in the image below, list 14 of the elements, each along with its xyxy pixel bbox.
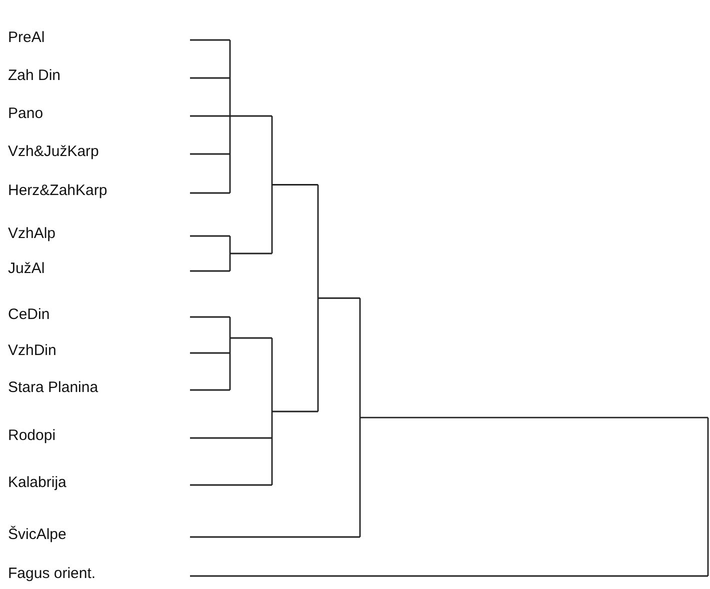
leaf-label: VzhDin: [8, 342, 56, 360]
leaf-label: VzhAlp: [8, 225, 56, 243]
leaf-label: PreAl: [8, 29, 45, 47]
leaf-label: Vzh&JužKarp: [8, 143, 99, 161]
leaf-label: Herz&ZahKarp: [8, 182, 108, 200]
leaf-label: Rodopi: [8, 427, 56, 445]
leaf-label: Fagus orient.: [8, 565, 96, 583]
leaf-label: Zah Din: [8, 67, 61, 85]
leaf-label: JužAl: [8, 260, 45, 278]
leaf-label: Stara Planina: [8, 379, 98, 397]
leaf-label: Kalabrija: [8, 474, 66, 492]
leaf-label: CeDin: [8, 306, 50, 324]
leaf-label: Pano: [8, 105, 44, 123]
leaf-label: ŠvicAlpe: [8, 526, 66, 544]
